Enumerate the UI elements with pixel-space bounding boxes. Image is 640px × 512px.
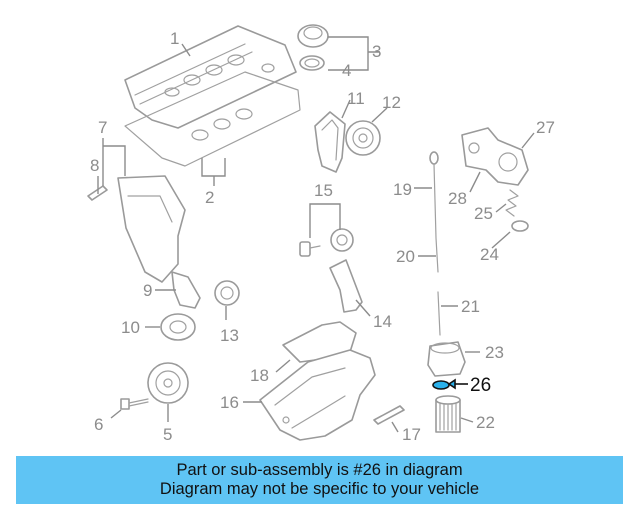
callout-11: 11	[347, 89, 365, 108]
callout-3: 3	[372, 42, 381, 61]
part-oil-pan	[259, 349, 376, 441]
part-oil-filler-cap	[297, 24, 329, 71]
callout-19: 19	[393, 180, 412, 199]
callout-23: 23	[485, 343, 504, 362]
callout-10: 10	[121, 318, 140, 337]
leader-lines	[97, 36, 535, 433]
callout-13: 13	[220, 326, 239, 345]
part-oil-baffle	[282, 321, 357, 363]
part-seal-strip	[373, 405, 405, 425]
callout-6: 6	[94, 415, 103, 434]
callout-14: 14	[373, 312, 392, 331]
callout-22: 22	[476, 413, 495, 432]
part-dipstick	[429, 151, 441, 336]
callout-27: 27	[536, 118, 555, 137]
banner-line-2: Diagram may not be specific to your vehi…	[159, 480, 480, 498]
part-crank-sprocket	[214, 280, 240, 306]
callout-21: 21	[461, 297, 480, 316]
callout-26: 26	[470, 375, 491, 396]
part-oil-filter-housing	[427, 341, 466, 377]
parts-diagram: 1 2 3 4 5 6 7 8 9 10 11 12 13 14 15 16 1…	[87, 24, 555, 444]
callout-4: 4	[342, 61, 351, 80]
part-oil-filter	[435, 395, 461, 433]
part-pulley-hub	[160, 313, 196, 341]
callout-5: 5	[163, 425, 172, 444]
part-bolt	[120, 398, 149, 410]
part-camshaft-sprocket	[345, 120, 381, 156]
callout-28: 28	[448, 189, 467, 208]
callout-24: 24	[480, 245, 499, 264]
info-banner: Part or sub-assembly is #26 in diagram D…	[16, 456, 623, 504]
part-spring	[505, 189, 519, 217]
callout-labels: 1 2 3 4 5 6 7 8 9 10 11 12 13 14 15 16 1…	[90, 29, 555, 444]
part-tensioner	[299, 228, 354, 257]
callout-16: 16	[220, 393, 239, 412]
callout-17: 17	[402, 425, 421, 444]
callout-7: 7	[98, 118, 107, 137]
part-bracket	[171, 271, 201, 309]
callout-2: 2	[205, 188, 214, 207]
callout-9: 9	[143, 281, 152, 300]
callout-15: 15	[314, 181, 333, 200]
callout-20: 20	[396, 247, 415, 266]
callout-1: 1	[170, 29, 179, 48]
callout-8: 8	[90, 156, 99, 175]
callout-25: 25	[474, 204, 493, 223]
part-crank-pulley	[147, 362, 189, 404]
part-valve-cover	[124, 25, 297, 129]
part-timing-belt	[314, 111, 346, 173]
part-valve-cover-gasket	[124, 71, 301, 167]
part-oil-pump	[461, 127, 529, 186]
banner-line-1: Part or sub-assembly is #26 in diagram	[176, 461, 463, 479]
part-o-ring	[511, 220, 529, 232]
callout-18: 18	[250, 366, 269, 385]
part-timing-belt-cover	[117, 175, 186, 283]
part-26-gasket-highlighted[interactable]	[432, 380, 450, 390]
part-oil-pump-bracket	[329, 259, 363, 313]
callout-12: 12	[382, 93, 401, 112]
